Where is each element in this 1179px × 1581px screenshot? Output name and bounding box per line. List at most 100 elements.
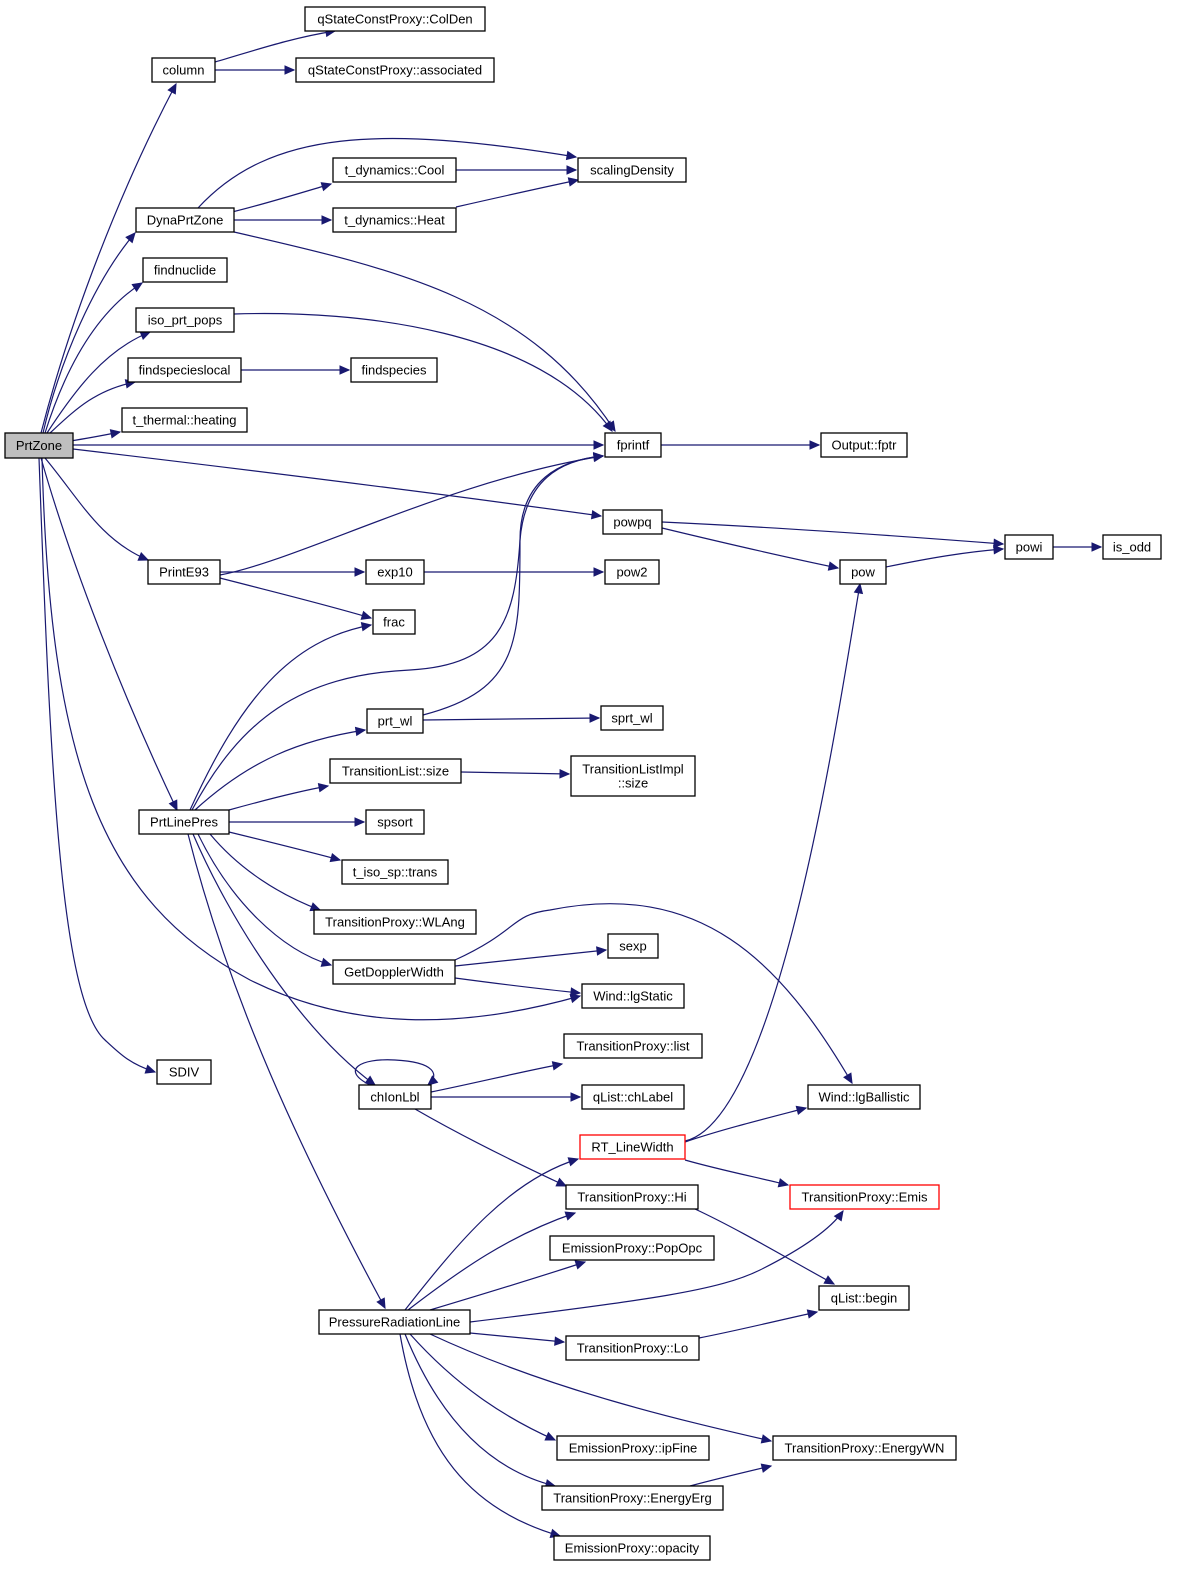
node-box[interactable] — [372, 609, 416, 635]
node-box[interactable] — [577, 157, 687, 183]
node-box[interactable] — [541, 1485, 724, 1511]
node-box[interactable] — [600, 705, 664, 731]
node-box[interactable] — [553, 1535, 711, 1561]
node-findspecieslocal[interactable]: findspecieslocal — [127, 357, 242, 383]
node-box[interactable] — [127, 357, 242, 383]
node-qlistbegin[interactable]: qList::begin — [818, 1285, 910, 1311]
node-box[interactable] — [602, 509, 663, 535]
node-box[interactable] — [549, 1235, 715, 1261]
node-ipfine[interactable]: EmissionProxy::ipFine — [556, 1435, 710, 1461]
node-tplist[interactable]: TransitionProxy::list — [563, 1033, 703, 1059]
node-box[interactable] — [135, 207, 235, 233]
node-box[interactable] — [4, 432, 74, 459]
node-box[interactable] — [1004, 534, 1054, 560]
node-lgballistic[interactable]: Wind::lgBallistic — [807, 1084, 921, 1110]
node-box[interactable] — [581, 983, 685, 1009]
node-lgstatic[interactable]: Wind::lgStatic — [581, 983, 685, 1009]
node-box[interactable] — [772, 1435, 957, 1461]
node-fprintf[interactable]: fprintf — [604, 432, 662, 458]
node-tplo[interactable]: TransitionProxy::Lo — [565, 1335, 700, 1361]
node-box[interactable] — [135, 307, 235, 333]
node-box[interactable] — [295, 57, 495, 83]
node-printe93[interactable]: PrintE93 — [147, 559, 221, 585]
node-tphi[interactable]: TransitionProxy::Hi — [565, 1184, 699, 1210]
node-box[interactable] — [563, 1033, 703, 1059]
node-box[interactable] — [604, 559, 660, 585]
node-exp10[interactable]: exp10 — [365, 559, 425, 585]
node-box[interactable] — [151, 57, 216, 83]
node-fptr[interactable]: Output::fptr — [820, 432, 908, 458]
node-box[interactable] — [138, 809, 230, 835]
node-box[interactable] — [366, 708, 424, 734]
node-box[interactable] — [341, 859, 449, 885]
node-box[interactable] — [565, 1335, 700, 1361]
node-box[interactable] — [839, 559, 887, 585]
node-box[interactable] — [147, 559, 221, 585]
node-box[interactable] — [142, 257, 228, 283]
node-frac[interactable]: frac — [372, 609, 416, 635]
node-box[interactable] — [332, 207, 457, 233]
node-energywn[interactable]: TransitionProxy::EnergyWN — [772, 1435, 957, 1461]
node-box[interactable] — [350, 357, 438, 383]
node-box[interactable] — [579, 1134, 686, 1160]
node-isodd[interactable]: is_odd — [1102, 534, 1162, 560]
node-associated[interactable]: qStateConstProxy::associated — [295, 57, 495, 83]
node-box[interactable] — [556, 1435, 710, 1461]
node-isotrans[interactable]: t_iso_sp::trans — [341, 859, 449, 885]
node-pow2[interactable]: pow2 — [604, 559, 660, 585]
node-box[interactable] — [565, 1184, 699, 1210]
node-box[interactable] — [807, 1084, 921, 1110]
node-box[interactable] — [789, 1184, 940, 1210]
node-box[interactable] — [607, 933, 659, 959]
node-box[interactable] — [581, 1084, 685, 1110]
node-sexp[interactable]: sexp — [607, 933, 659, 959]
node-isoprtpops[interactable]: iso_prt_pops — [135, 307, 235, 333]
node-prtzone[interactable]: PrtZone — [4, 432, 74, 459]
node-powpq[interactable]: powpq — [602, 509, 663, 535]
node-box[interactable] — [570, 755, 696, 797]
node-box[interactable] — [318, 1309, 471, 1335]
node-findnuclide[interactable]: findnuclide — [142, 257, 228, 283]
node-pressureradiationline[interactable]: PressureRadiationLine — [318, 1309, 471, 1335]
node-box[interactable] — [329, 758, 462, 784]
node-popopc[interactable]: EmissionProxy::PopOpc — [549, 1235, 715, 1261]
node-chlabel[interactable]: qList::chLabel — [581, 1084, 685, 1110]
node-wlang[interactable]: TransitionProxy::WLAng — [313, 909, 477, 935]
node-prtwl[interactable]: prt_wl — [366, 708, 424, 734]
node-getdopplerwidth[interactable]: GetDopplerWidth — [332, 959, 456, 985]
node-pow[interactable]: pow — [839, 559, 887, 585]
node-dynaprtzone[interactable]: DynaPrtZone — [135, 207, 235, 233]
node-tlsize[interactable]: TransitionList::size — [329, 758, 462, 784]
node-box[interactable] — [358, 1084, 432, 1110]
node-prtlinepres[interactable]: PrtLinePres — [138, 809, 230, 835]
node-box[interactable] — [156, 1059, 212, 1085]
node-heat[interactable]: t_dynamics::Heat — [332, 207, 457, 233]
node-box[interactable] — [332, 959, 456, 985]
node-scalingdensity[interactable]: scalingDensity — [577, 157, 687, 183]
node-powi[interactable]: powi — [1004, 534, 1054, 560]
node-box[interactable] — [313, 909, 477, 935]
node-box[interactable] — [304, 6, 486, 32]
node-box[interactable] — [604, 432, 662, 458]
node-spsort[interactable]: spsort — [365, 809, 425, 835]
node-energyerg[interactable]: TransitionProxy::EnergyErg — [541, 1485, 724, 1511]
node-column[interactable]: column — [151, 57, 216, 83]
node-findspecies[interactable]: findspecies — [350, 357, 438, 383]
node-sdiv[interactable]: SDIV — [156, 1059, 212, 1085]
node-heating[interactable]: t_thermal::heating — [121, 407, 248, 433]
node-box[interactable] — [121, 407, 248, 433]
node-box[interactable] — [365, 559, 425, 585]
node-box[interactable] — [1102, 534, 1162, 560]
node-sprtwl[interactable]: sprt_wl — [600, 705, 664, 731]
node-box[interactable] — [332, 157, 457, 183]
node-box[interactable] — [818, 1285, 910, 1311]
node-box[interactable] — [365, 809, 425, 835]
node-chionlbl[interactable]: chIonLbl — [358, 1084, 432, 1110]
node-tlimplsize[interactable]: TransitionListImpl::size — [570, 755, 696, 797]
node-colden[interactable]: qStateConstProxy::ColDen — [304, 6, 486, 32]
node-cool[interactable]: t_dynamics::Cool — [332, 157, 457, 183]
node-opacity[interactable]: EmissionProxy::opacity — [553, 1535, 711, 1561]
node-box[interactable] — [820, 432, 908, 458]
node-tpemis[interactable]: TransitionProxy::Emis — [789, 1184, 940, 1210]
node-rtlinewidth[interactable]: RT_LineWidth — [579, 1134, 686, 1160]
